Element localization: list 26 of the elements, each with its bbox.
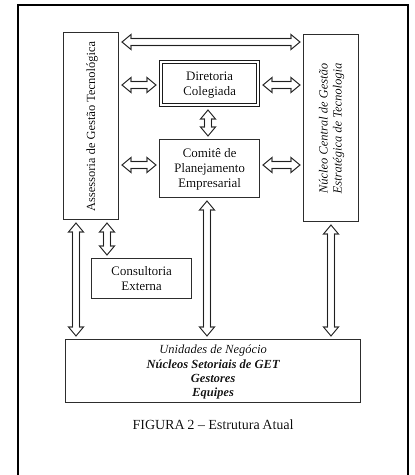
double-arrow: [98, 222, 116, 256]
node-text: Assessoria de Gestão Tecnológica: [84, 40, 98, 212]
org-box: [159, 60, 260, 107]
org-box: [91, 258, 192, 299]
node-text: Núcleos Setoriais de GET: [146, 356, 280, 371]
node-text: Consultoria Externa: [110, 264, 173, 294]
node-text: Equipes: [192, 385, 234, 400]
org-box: [63, 32, 119, 220]
double-arrow: [67, 222, 85, 337]
double-arrow: [199, 109, 217, 137]
double-arrow: [262, 76, 301, 94]
double-arrow: [121, 33, 301, 51]
org-box: [159, 139, 260, 198]
double-arrow: [262, 156, 301, 174]
node-text: Comitê de Planejamento Empresarial: [173, 146, 246, 191]
double-arrow: [121, 156, 157, 174]
org-box: [65, 339, 361, 403]
org-box: [303, 34, 359, 222]
figure-caption: FIGURA 2 – Estrutura Atual: [132, 418, 294, 434]
node-text: Gestores: [190, 371, 236, 386]
double-arrow: [121, 76, 157, 94]
node-text: Unidades de Negócio: [159, 342, 267, 357]
node-text: Núcleo Central de Gestão Estratégica de Tecnologia: [316, 62, 346, 196]
double-arrow: [198, 200, 216, 337]
double-arrow: [322, 224, 340, 337]
node-text: Diretoria Colegiada: [182, 68, 237, 98]
